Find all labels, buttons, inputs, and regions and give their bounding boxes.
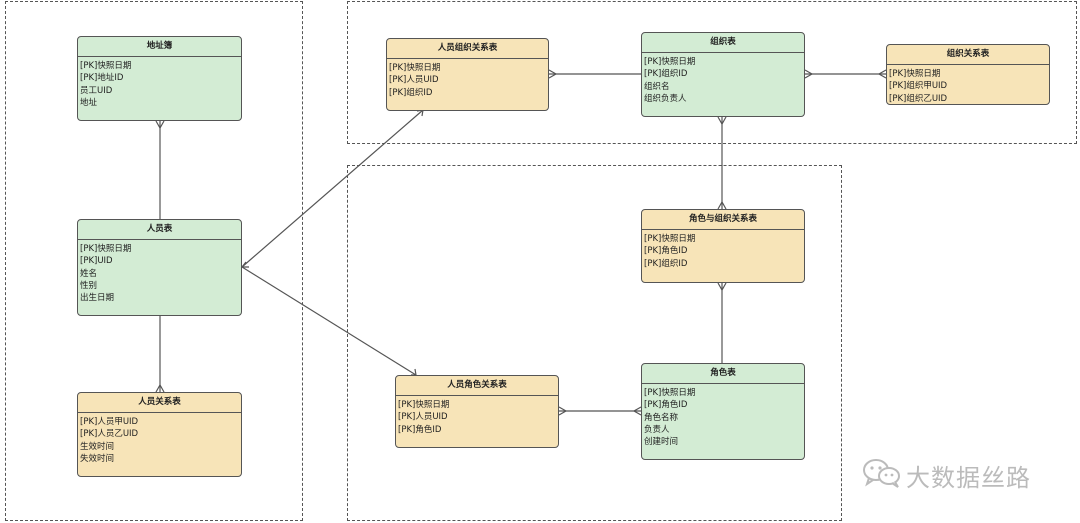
entity-person-org-relation[interactable]: 人员组织关系表 [PK]快照日期 [PK]人员UID [PK]组织ID [386, 38, 549, 111]
entity-field: [PK]快照日期 [889, 69, 941, 79]
entity-org-relation[interactable]: 组织关系表 [PK]快照日期 [PK]组织甲UID [PK]组织乙UID [886, 44, 1050, 105]
entity-title: 组织关系表 [887, 45, 1049, 65]
crowfoot-personorg-r [548, 69, 558, 79]
entity-field: [PK]组织ID [389, 87, 433, 98]
entity-field: [PK]角色ID [644, 400, 688, 411]
wechat-icon [862, 457, 902, 493]
entity-field: [PK]人员UID [398, 412, 448, 423]
crowfoot-role-l [632, 406, 642, 416]
entity-field: [PK]组织ID [644, 69, 688, 80]
entity-title: 人员关系表 [78, 393, 241, 413]
entity-field: 创建时间 [644, 437, 679, 448]
entity-title: 角色表 [642, 364, 804, 384]
entity-address-book[interactable]: 地址簿 [PK]快照日期 [PK]地址ID 员工UID 地址 [77, 36, 242, 121]
entity-field: [PK]UID [80, 256, 113, 267]
entity-person[interactable]: 人员表 [PK]快照日期 [PK]UID 姓名 性别 出生日期 [77, 219, 242, 316]
link-person-personrole [241, 266, 417, 376]
crowfoot-address [155, 120, 165, 130]
entity-title: 人员组织关系表 [387, 39, 548, 59]
crowfoot-org-r [804, 69, 814, 79]
watermark: 大数据丝路 [862, 458, 1031, 492]
entity-field: [PK]快照日期 [644, 234, 696, 244]
crowfoot-org-b [717, 116, 727, 126]
entity-role-org-relation[interactable]: 角色与组织关系表 [PK]快照日期 [PK]角色ID [PK]组织ID [641, 209, 805, 283]
entity-field: [PK]快照日期 [80, 61, 132, 71]
entity-field: [PK]角色ID [644, 246, 688, 257]
entity-field: [PK]组织乙UID [889, 93, 948, 104]
person-zone [5, 1, 303, 521]
link-person-personorg [241, 109, 424, 268]
entity-field: 性别 [80, 280, 98, 291]
crowfoot-orgrel-l [877, 69, 887, 79]
entity-title: 角色与组织关系表 [642, 210, 804, 230]
entity-person-role-relation[interactable]: 人员角色关系表 [PK]快照日期 [PK]人员UID [PK]角色ID [395, 375, 559, 448]
entity-field: [PK]组织ID [644, 258, 688, 269]
entity-role[interactable]: 角色表 [PK]快照日期 [PK]角色ID 角色名称 负责人 创建时间 [641, 363, 805, 460]
entity-title: 人员表 [78, 220, 241, 240]
entity-field: [PK]人员UID [389, 75, 439, 86]
entity-field: [PK]快照日期 [644, 388, 696, 398]
entity-field: 组织负责人 [644, 93, 687, 104]
entity-field: [PK]组织甲UID [889, 81, 948, 92]
crowfoot-roleorg-t [717, 200, 727, 210]
entity-field: [PK]快照日期 [80, 244, 132, 254]
entity-field: 负责人 [644, 424, 670, 435]
entity-title: 人员角色关系表 [396, 376, 558, 396]
entity-field: [PK]人员甲UID [80, 417, 139, 427]
entity-title: 地址簿 [78, 37, 241, 57]
entity-field: 出生日期 [80, 293, 115, 304]
org-zone [347, 1, 1077, 144]
role-zone [347, 165, 842, 521]
entity-field: 失效时间 [80, 453, 115, 464]
entity-field: [PK]快照日期 [398, 400, 450, 410]
entity-org[interactable]: 组织表 [PK]快照日期 [PK]组织ID 组织名 组织负责人 [641, 32, 805, 117]
entity-field: 员工UID [80, 85, 113, 96]
entity-field: 生效时间 [80, 441, 115, 452]
crowfoot-personrel [155, 383, 165, 393]
watermark-text: 大数据丝路 [906, 463, 1031, 492]
entity-field: [PK]地址ID [80, 73, 124, 84]
entity-person-relation[interactable]: 人员关系表 [PK]人员甲UID [PK]人员乙UID 生效时间 失效时间 [77, 392, 242, 477]
crowfoot-roleorg-b [717, 282, 727, 292]
entity-field: [PK]角色ID [398, 424, 442, 435]
entity-field: [PK]人员乙UID [80, 429, 139, 440]
entity-field: [PK]快照日期 [644, 57, 696, 67]
entity-field: [PK]快照日期 [389, 63, 441, 73]
entity-field: 姓名 [80, 268, 98, 279]
entity-field: 组织名 [644, 81, 670, 92]
crowfoot-personrole-r [558, 406, 568, 416]
entity-field: 地址 [80, 97, 98, 108]
entity-field: 角色名称 [644, 412, 679, 423]
entity-title: 组织表 [642, 33, 804, 53]
